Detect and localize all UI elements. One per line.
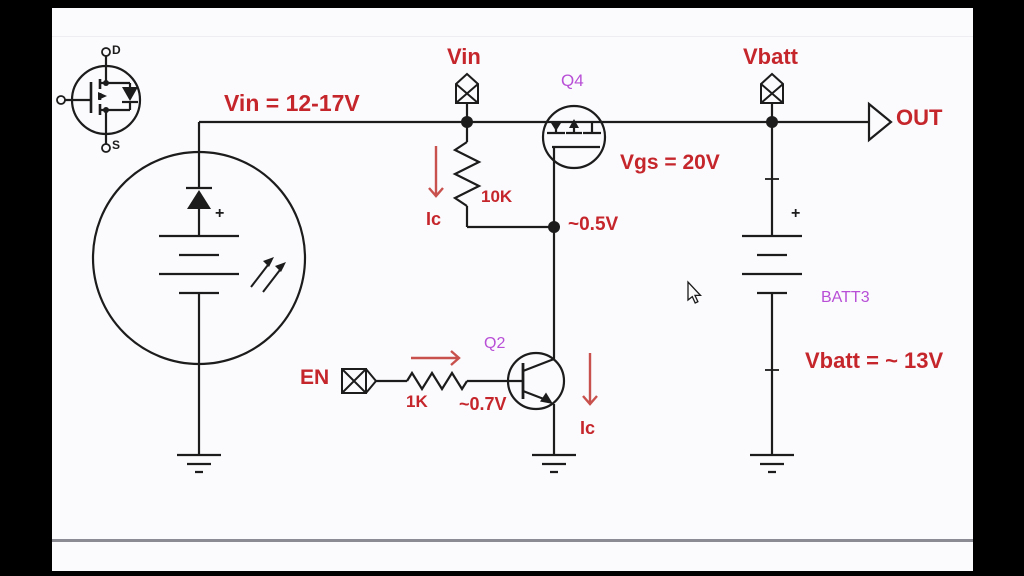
pullup-resistor-10k	[452, 122, 560, 233]
light-arrows-icon	[250, 257, 286, 293]
current-arrow-ic-bottom	[582, 353, 598, 406]
solar-plus-marker: +	[215, 205, 225, 222]
drain-terminal-label: D	[112, 43, 121, 57]
vgs-annotation: Vgs = 20V	[620, 151, 720, 174]
gate-node-voltage: ~0.5V	[568, 214, 619, 235]
pullup-resistor-value: 10K	[481, 187, 513, 206]
q4-pmos-symbol	[541, 104, 607, 360]
ground-symbol-solar	[177, 453, 221, 474]
solar-battery-source	[91, 122, 307, 455]
base-resistor-value: 1K	[406, 392, 428, 411]
battery-batt3-symbol	[742, 122, 802, 455]
vbatt-port-label: Vbatt	[743, 44, 798, 69]
current-arrow-ic-top	[428, 146, 444, 198]
out-port-label: OUT	[896, 105, 943, 130]
ic-label-bottom: Ic	[580, 418, 596, 438]
ic-label-top: Ic	[426, 209, 442, 229]
base-node-voltage: ~0.7V	[459, 394, 507, 414]
current-arrow-enable	[411, 350, 461, 366]
slide-bottom-divider-line	[52, 539, 973, 542]
nchannel-mosfet-legend-symbol	[56, 47, 142, 153]
vin-port-connector	[455, 72, 479, 128]
vin-range-annotation: Vin = 12-17V	[224, 90, 360, 116]
q2-designator: Q2	[484, 335, 506, 352]
slide-top-edge-line	[52, 36, 973, 37]
q4-designator: Q4	[561, 71, 584, 90]
vin-port-label: Vin	[447, 44, 481, 69]
schematic-canvas	[52, 8, 973, 571]
ground-symbol-emitter	[532, 453, 576, 474]
batt3-designator: BATT3	[821, 289, 870, 306]
source-terminal-label: S	[112, 138, 121, 152]
en-port-label: EN	[300, 366, 330, 389]
mouse-cursor-icon	[687, 280, 702, 304]
en-port-connector	[341, 368, 407, 394]
battery-plus-marker: +	[791, 205, 801, 222]
out-connector	[867, 101, 893, 143]
vbatt-port-connector	[760, 72, 784, 128]
base-resistor-1k	[406, 370, 523, 392]
q2-npn-symbol	[506, 351, 566, 455]
vbatt-value-annotation: Vbatt = ~ 13V	[805, 348, 944, 373]
ground-symbol-battery	[750, 453, 794, 474]
